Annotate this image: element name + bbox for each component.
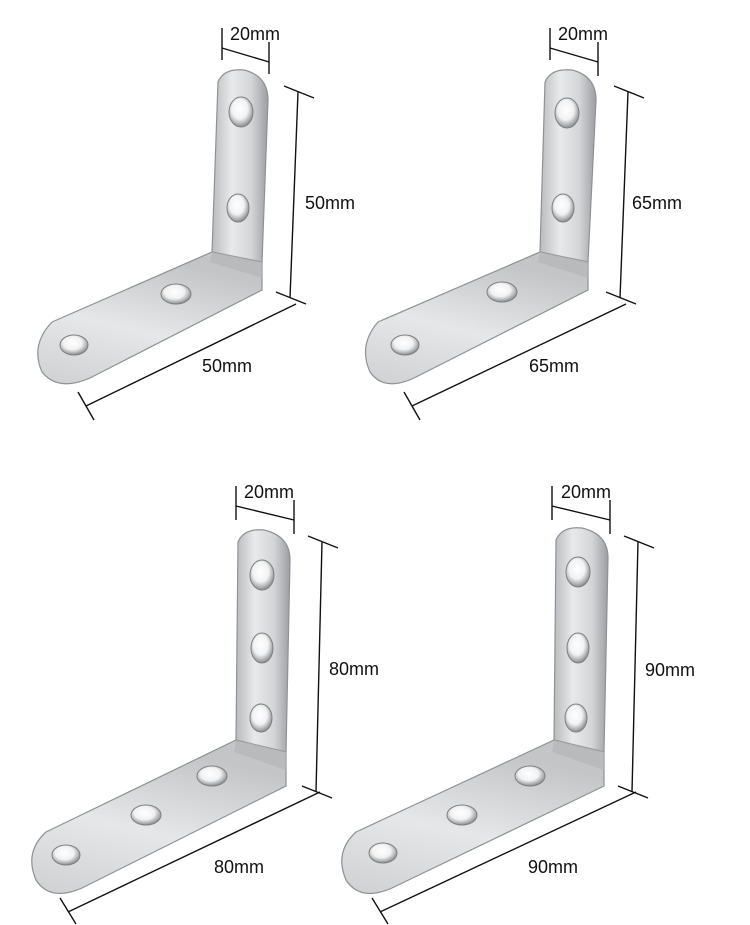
bracket-90mm: 20mm 90mm 90mm	[341, 482, 695, 925]
width-label: 20mm	[558, 24, 608, 44]
screw-hole	[196, 765, 228, 787]
length-dimension-tick	[59, 897, 77, 925]
height-dimension-tick	[283, 85, 315, 99]
length-label: 65mm	[529, 356, 579, 376]
width-label: 20mm	[561, 482, 611, 502]
length-label: 90mm	[528, 857, 578, 877]
length-dimension-tick	[371, 897, 389, 925]
screw-hole	[51, 844, 81, 866]
length-dimension-line	[411, 303, 627, 407]
screw-hole	[486, 281, 518, 303]
screw-hole	[228, 96, 254, 128]
length-label: 80mm	[214, 857, 264, 877]
height-dimension-tick	[623, 535, 655, 549]
screw-hole	[249, 703, 273, 733]
height-dimension-tick	[301, 785, 333, 799]
height-dimension-tick	[307, 535, 339, 549]
width-dimension-line	[551, 505, 611, 521]
screw-hole	[160, 283, 192, 305]
height-dimension-tick	[617, 785, 649, 799]
bracket-horizontal-leg	[37, 251, 263, 385]
screw-hole	[59, 334, 89, 356]
bracket-horizontal-leg	[364, 251, 589, 385]
bracket-vertical-leg	[211, 69, 269, 263]
bracket-80mm: 20mm 80mm 80mm	[31, 482, 379, 925]
height-label: 50mm	[305, 193, 355, 213]
height-label: 90mm	[645, 660, 695, 680]
length-dimension-line	[67, 791, 321, 913]
bracket-65mm: 20mm 65mm 65mm	[364, 24, 682, 421]
length-dimension-tick	[77, 391, 95, 421]
height-label: 80mm	[329, 659, 379, 679]
screw-hole	[551, 193, 575, 223]
bracket-bend	[538, 252, 588, 278]
screw-hole	[565, 556, 591, 588]
bracket-bend	[552, 740, 604, 770]
screw-hole	[446, 804, 478, 826]
width-dimension-line	[221, 47, 270, 63]
width-dimension-line	[235, 505, 295, 521]
length-dimension-tick	[403, 391, 421, 421]
height-dimension-tick	[275, 291, 307, 305]
length-dimension-line	[85, 303, 297, 407]
screw-hole	[514, 765, 546, 787]
height-dimension-line	[315, 541, 323, 793]
screw-hole	[249, 559, 275, 591]
height-dimension-line	[631, 541, 639, 793]
screw-hole	[368, 842, 398, 864]
height-dimension-line	[289, 91, 299, 299]
screw-hole	[554, 97, 580, 129]
screw-hole	[566, 632, 590, 664]
screw-hole	[564, 703, 588, 733]
height-label: 65mm	[632, 193, 682, 213]
screw-hole	[250, 632, 274, 664]
width-label: 20mm	[230, 24, 280, 44]
length-dimension-line	[379, 791, 637, 913]
height-dimension-tick	[605, 291, 637, 305]
height-dimension-tick	[613, 85, 645, 99]
bracket-bend	[210, 252, 262, 278]
screw-hole	[390, 334, 420, 356]
bracket-bend	[234, 740, 286, 770]
length-label: 50mm	[202, 356, 252, 376]
screw-hole	[130, 804, 162, 826]
bracket-50mm: 20mm 50mm 50mm	[37, 24, 355, 421]
screw-hole	[226, 193, 250, 223]
height-dimension-line	[619, 91, 629, 299]
width-label: 20mm	[244, 482, 294, 502]
width-dimension-line	[549, 47, 599, 63]
